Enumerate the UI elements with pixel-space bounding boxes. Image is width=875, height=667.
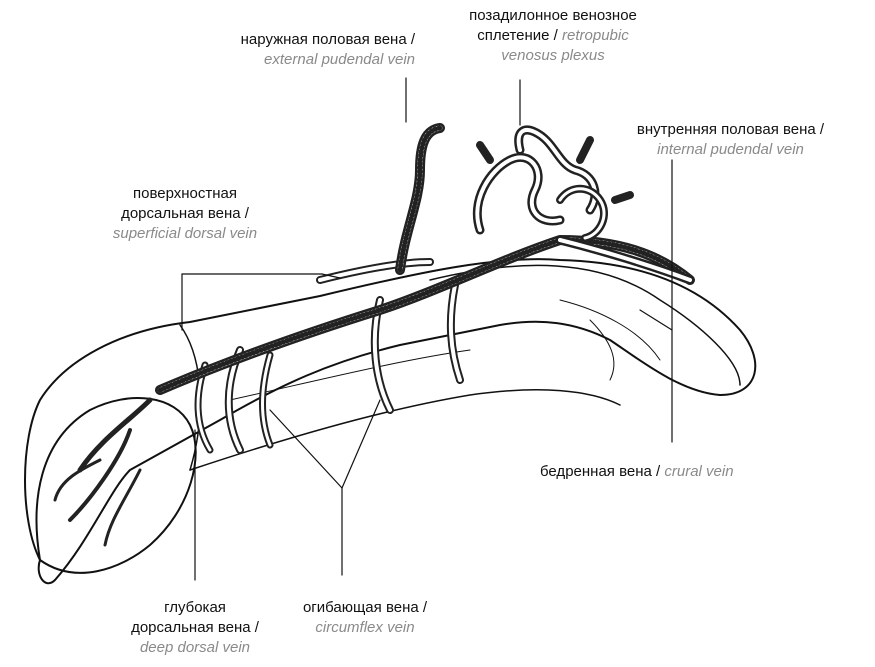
leader-crural xyxy=(640,310,672,330)
label-retropubic-en-line2: venosus plexus xyxy=(418,46,688,66)
plexus-stub-1 xyxy=(580,140,590,160)
label-superficial-dorsal-ru-line2: дорсальная вена / xyxy=(80,204,290,224)
plexus-stub-3 xyxy=(480,145,490,160)
label-retropubic-ru-line1: позадилонное венозное xyxy=(418,6,688,26)
label-internal-pudendal-vein: внутренняя половая вена / internal puden… xyxy=(598,120,863,160)
label-superficial-dorsal-ru-line1: поверхностная xyxy=(80,184,290,204)
label-external-pudendal-ru: наружная половая вена / xyxy=(150,30,415,50)
label-retropubic-ru-line2: сплетение / xyxy=(477,27,558,44)
label-deep-dorsal-ru-line2: дорсальная вена / xyxy=(95,618,295,638)
label-retropubic-plexus: позадилонное венозное сплетение / retrop… xyxy=(418,6,688,66)
glans-outline xyxy=(37,398,196,573)
label-circumflex-vein: огибающая вена / circumflex vein xyxy=(280,598,450,638)
leader-circumflex-left xyxy=(270,410,342,488)
label-crural-en: crural vein xyxy=(664,463,733,480)
label-superficial-dorsal-en: superficial dorsal vein xyxy=(80,224,290,244)
label-superficial-dorsal-vein: поверхностная дорсальная вена / superfic… xyxy=(80,184,290,244)
label-retropubic-en-line1: retropubic xyxy=(562,27,629,44)
label-deep-dorsal-vein: глубокая дорсальная вена / deep dorsal v… xyxy=(95,598,295,658)
plexus-stub-2 xyxy=(615,195,630,200)
label-internal-pudendal-ru: внутренняя половая вена / xyxy=(598,120,863,140)
label-deep-dorsal-en: deep dorsal vein xyxy=(95,638,295,658)
glans-vein-4 xyxy=(105,470,140,545)
circumflex-ring-1-inner xyxy=(375,300,390,410)
label-crural-vein: бедренная вена / crural vein xyxy=(540,462,840,482)
label-crural-ru: бедренная вена / xyxy=(540,463,660,480)
label-circumflex-en: circumflex vein xyxy=(280,618,450,638)
thigh-fold xyxy=(560,300,660,360)
leader-circumflex-right xyxy=(342,400,380,488)
label-circumflex-ru: огибающая вена / xyxy=(280,598,450,618)
label-internal-pudendal-en: internal pudendal vein xyxy=(598,140,863,160)
label-external-pudendal-vein: наружная половая вена / external pudenda… xyxy=(150,30,415,70)
plexus-loop-1-inner xyxy=(477,157,560,230)
thigh-fold-2 xyxy=(590,320,614,380)
label-deep-dorsal-ru-line1: глубокая xyxy=(95,598,295,618)
label-external-pudendal-en: external pudendal vein xyxy=(150,50,415,70)
